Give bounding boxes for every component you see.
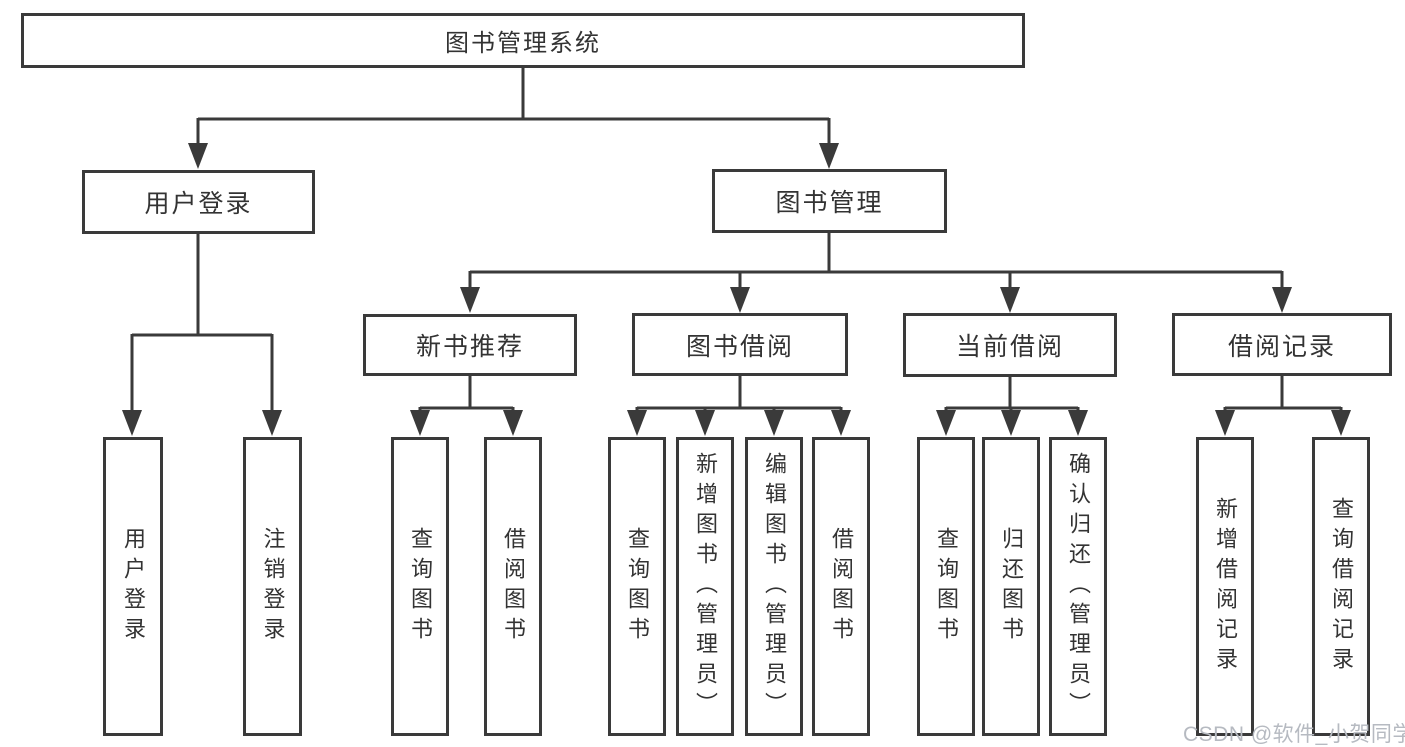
node-return-book: 归还图书 bbox=[982, 437, 1040, 736]
node-query-borrow-record: 查询借阅记录 bbox=[1312, 437, 1370, 736]
csdn-watermark: CSDN @软件_小贺同学 bbox=[1183, 723, 1405, 746]
node-label: 图书管理系统 bbox=[445, 30, 601, 57]
node-add-book-admin: 新增图书（管理员） bbox=[676, 437, 734, 736]
node-query-book-2: 查询图书 bbox=[608, 437, 666, 736]
node-label: 确认归还（管理员） bbox=[1066, 451, 1091, 722]
node-library-management-system: 图书管理系统 bbox=[21, 13, 1025, 68]
node-logout: 注销登录 bbox=[243, 437, 302, 736]
node-borrow-book-1: 借阅图书 bbox=[484, 437, 542, 736]
node-label: 用户登录 bbox=[121, 526, 146, 647]
node-label: 新增图书（管理员） bbox=[693, 451, 718, 722]
node-label: 借阅记录 bbox=[1227, 332, 1336, 361]
node-user-login: 用户登录 bbox=[103, 437, 163, 736]
node-label: 借阅图书 bbox=[501, 526, 526, 647]
node-label: 归还图书 bbox=[999, 526, 1024, 647]
node-label: 当前借阅 bbox=[955, 333, 1064, 361]
node-edit-book-admin: 编辑图书（管理员） bbox=[745, 437, 803, 736]
node-label: 注销登录 bbox=[260, 526, 286, 647]
node-label: 新增借阅记录 bbox=[1213, 496, 1238, 677]
node-book-borrowing: 图书借阅 bbox=[632, 313, 848, 376]
node-label: 编辑图书（管理员） bbox=[762, 451, 787, 722]
node-query-book-3: 查询图书 bbox=[917, 437, 975, 736]
node-borrow-book-2: 借阅图书 bbox=[812, 437, 870, 736]
node-borrowing-records: 借阅记录 bbox=[1172, 313, 1392, 376]
node-add-borrow-record: 新增借阅记录 bbox=[1196, 437, 1254, 736]
node-label: 图书管理 bbox=[775, 189, 884, 217]
node-book-management-module: 图书管理 bbox=[712, 169, 947, 233]
node-user-login-module: 用户登录 bbox=[82, 170, 315, 234]
node-label: 图书借阅 bbox=[685, 332, 794, 361]
node-label: 借阅图书 bbox=[829, 526, 854, 647]
node-label: 查询借阅记录 bbox=[1329, 496, 1354, 677]
node-current-borrowing: 当前借阅 bbox=[903, 313, 1117, 377]
node-label: 查询图书 bbox=[934, 526, 959, 647]
node-label: 查询图书 bbox=[408, 526, 433, 647]
node-new-book-recommend: 新书推荐 bbox=[363, 314, 577, 376]
node-label: 用户登录 bbox=[144, 190, 253, 218]
node-label: 新书推荐 bbox=[415, 333, 524, 361]
node-query-book-1: 查询图书 bbox=[391, 437, 449, 736]
node-label: 查询图书 bbox=[625, 526, 650, 647]
node-confirm-return-admin: 确认归还（管理员） bbox=[1049, 437, 1107, 736]
